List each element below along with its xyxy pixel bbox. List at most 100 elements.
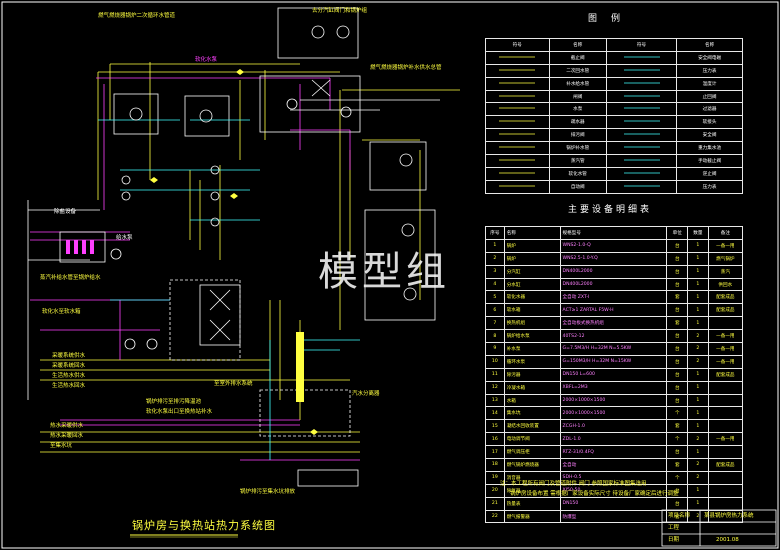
legend-symbol-icon [623,82,660,84]
legend-name-cell: 逆止阀 [676,166,743,181]
equipment-cell: 燃气调压柜 [503,445,561,460]
legend-symbol-cell [485,50,550,65]
equipment-cell: 一备一用 [707,342,744,356]
legend-name-cell: 蒸汽管 [548,154,607,168]
legend-symbol-icon [623,95,660,96]
equipment-cell: 燃气报警器 [503,509,561,524]
legend-header-row: 符号名称符号名称 [485,38,743,52]
legend-symbol-cell [485,76,550,91]
equipment-cell: 台 [666,264,689,279]
equipment-cell: 2 [687,470,709,485]
title-underline [130,534,238,538]
legend-row: 锅炉补水管重力集水池 [485,141,743,156]
equipment-cell: 补水泵 [503,342,561,356]
callout: 除盐设备 [54,209,77,215]
equipment-cell: 一备一用 [707,354,744,369]
legend-name-cell: 疏水器 [548,115,607,130]
legend-row: 自动阀压力表 [485,179,743,194]
equipment-cell: 1 [485,238,505,253]
equipment-cell: 台 [666,393,689,408]
equipment-cell: 分汽缸 [503,264,561,279]
equipment-cell: 配套成品 [707,367,744,382]
equipment-cell: 个 [666,406,689,421]
equipment-cell: 台 [666,496,689,511]
equipment-cell: 11 [485,367,505,382]
equipment-cell: DN400L2000 [559,264,668,279]
callout: 燃气燃烧器锅炉二次循环水管道 [98,13,176,19]
legend-symbol-cell [485,166,550,181]
equipment-cell: 凝结水回收装置 [503,419,561,434]
equipment-cell: DN150 [559,496,668,511]
legend-symbol-icon [623,185,660,187]
equipment-cell: 除污器 [503,367,561,382]
legend-name-cell: 水泵 [548,102,607,117]
equipment-cell: 2 [687,342,709,356]
legend-row: 二次回水管压力表 [485,63,743,78]
title-block-date: 2001.08 [716,537,739,543]
equipment-cell: 1 [687,496,709,511]
equipment-cell: 台 [666,277,689,292]
legend-symbol-icon [499,133,536,135]
legend-name-cell: 压力表 [676,63,743,78]
equipment-cell: 5 [485,290,505,305]
legend-symbol-icon [499,185,536,187]
legend-header-cell: 符号 [605,38,678,52]
legend-symbol-cell [485,63,550,78]
equipment-cell: ACT≥1 ZARTAL F5W-H [559,303,668,318]
legend-name-cell: 软接头 [676,115,743,130]
title-block-label: 工程 [668,525,680,531]
equipment-table-title: 主要设备明细表 [568,205,653,215]
equipment-cell [707,445,744,460]
callout: 热水采暖回水 [50,433,84,439]
legend-row: 补水给水管温度计 [485,76,743,91]
equipment-cell: 1 [687,393,709,408]
equipment-cell: 2 [485,251,505,266]
equipment-cell: 供回水 [707,277,744,292]
legend-symbol-icon [499,95,536,96]
legend-name-cell: 压力表 [676,179,743,194]
legend-symbol-icon [623,159,660,161]
legend-symbol-cell [605,154,678,168]
title-block-value: 某县锅炉房热力系统 [704,513,754,519]
callout: 软化水泵出口至换热站补水 [146,409,213,415]
equipment-cell: ZDL-1.0 [559,432,668,447]
equipment-cell: 一备一用 [707,238,744,253]
title-block-label: 日期 [668,537,680,543]
equipment-cell: 软水箱 [503,303,561,318]
equipment-cell: 1 [687,483,709,498]
legend-row: 水泵过滤器 [485,102,743,117]
equipment-cell: 套 [666,458,689,472]
equipment-cell: 2 [687,458,709,472]
legend-symbol-icon [499,172,536,174]
equipment-cell: 2 [687,329,709,344]
legend-symbol-icon [499,146,536,148]
legend-symbol-cell [605,76,678,91]
equipment-cell [707,406,744,421]
note-line-2: 锅炉房设备布置 需根据厂家设备实际尺寸 待设备厂家确定后进行调整 [510,491,679,497]
equipment-cell: 台 [666,303,689,318]
equipment-cell: 软化水器 [503,290,561,305]
legend-row: 排污阀安全阀 [485,128,743,143]
equipment-cell: 配套成品 [707,303,744,318]
callout: 软化水至软水箱 [42,309,81,315]
equipment-cell: 2000×1000×1500 [559,393,668,408]
equipment-cell: 1 [687,303,709,318]
legend-symbol-cell [485,115,550,130]
equipment-cell: 2 [687,432,709,447]
callout: 汽水分离器 [352,391,380,397]
equipment-cell: 配套成品 [707,290,744,305]
legend-name-cell: 安全阀 [676,128,743,143]
equipment-cell: 锅炉给水泵 [503,329,561,344]
equipment-cell: 锅炉 [503,251,561,266]
equipment-cell: 换热机组 [503,316,561,331]
legend-symbol-cell [485,128,550,143]
equipment-cell: WNS2.5-1.0-Y.Q [559,251,668,266]
legend-symbol-icon [499,69,536,71]
watermark-text: 模型组 [318,249,450,295]
legend-name-cell: 重力集水池 [676,141,743,156]
